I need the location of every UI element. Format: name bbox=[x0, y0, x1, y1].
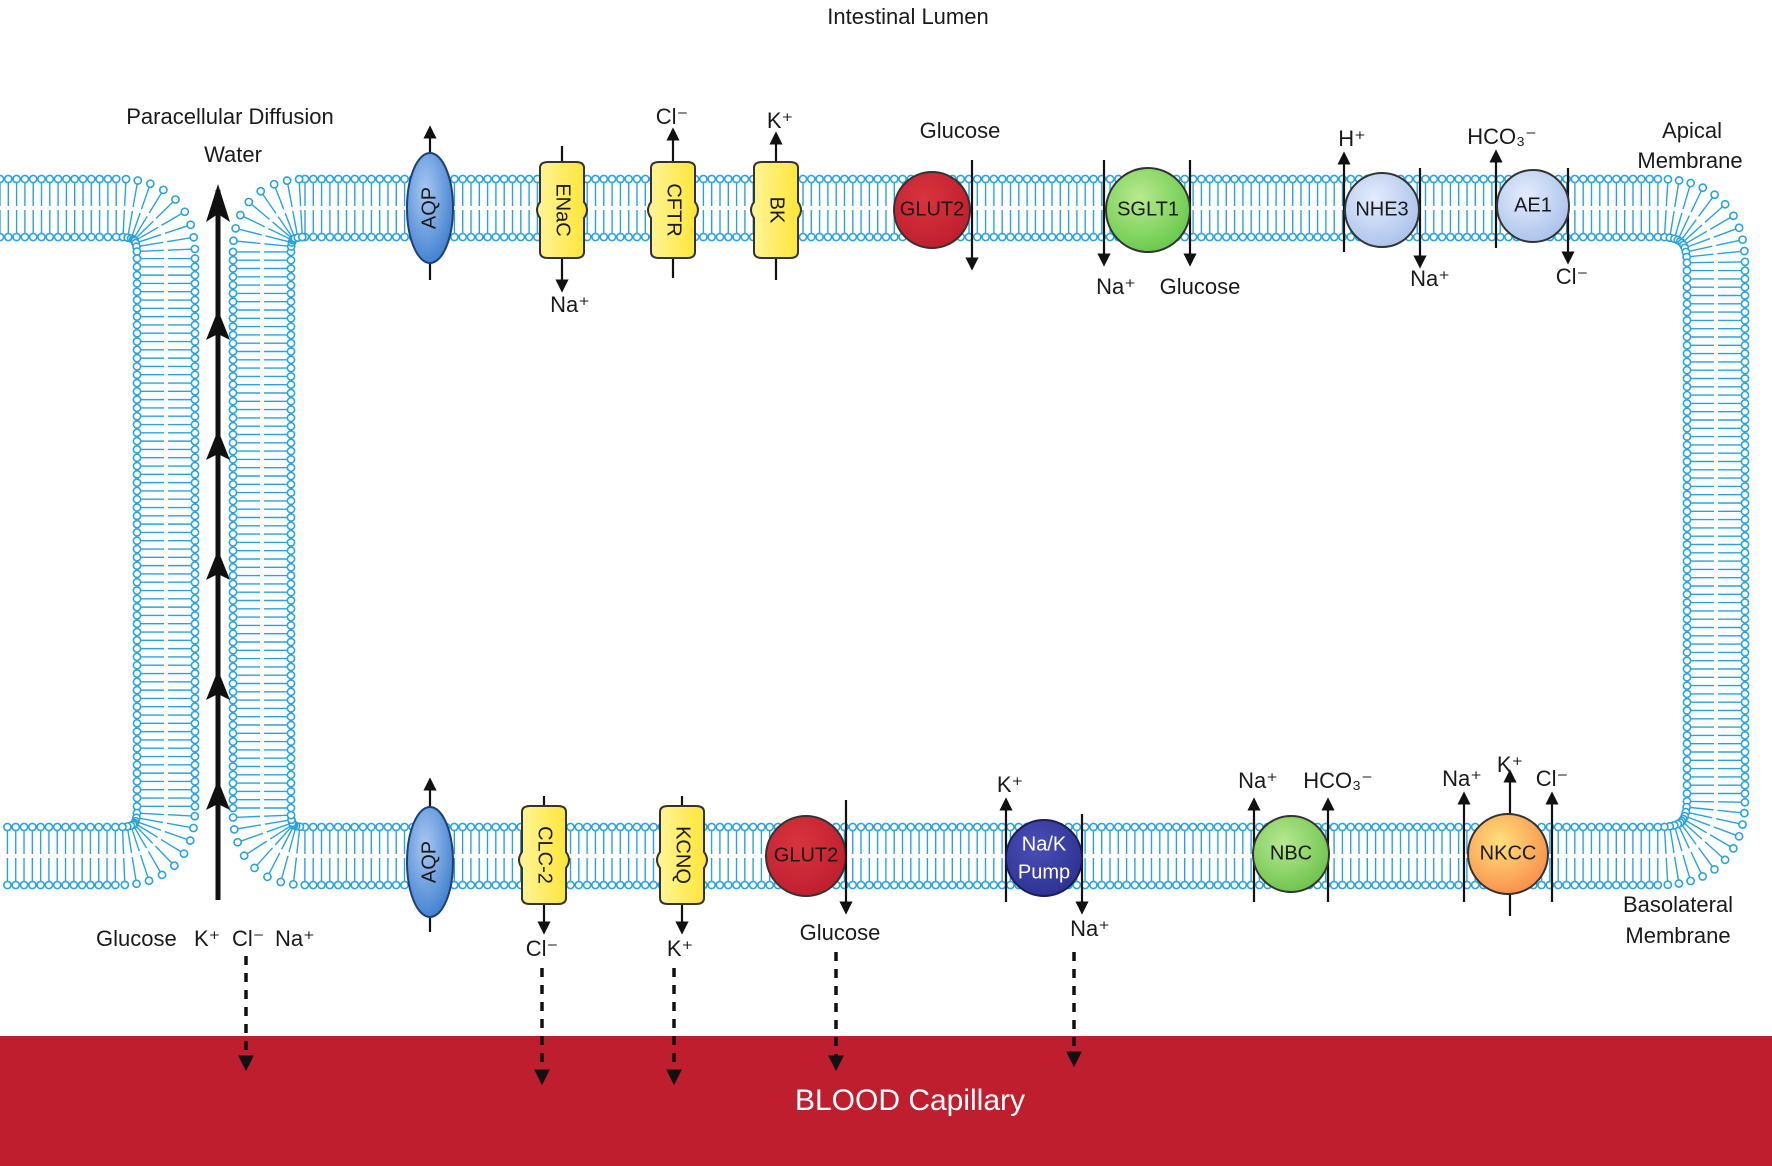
apical-glut2-glucose: Glucose bbox=[920, 118, 1001, 143]
para-glucose-label: Glucose bbox=[96, 926, 177, 951]
svg-text:Pump: Pump bbox=[1018, 861, 1070, 883]
ae1-cl-label: Cl⁻ bbox=[1556, 264, 1588, 289]
svg-text:NHE3: NHE3 bbox=[1355, 198, 1408, 220]
nkcc-k-label: K⁺ bbox=[1497, 752, 1523, 777]
blood-capillary-label: BLOOD Capillary bbox=[795, 1084, 1025, 1117]
ae1-hco3-label: HCO₃⁻ bbox=[1467, 124, 1536, 149]
svg-text:BK: BK bbox=[766, 197, 788, 224]
apical-aqp: AQP bbox=[406, 125, 454, 280]
para-k-label: K⁺ bbox=[194, 926, 220, 951]
apical-enac: ENaC Na⁺ bbox=[536, 146, 590, 317]
pump-k-label: K⁺ bbox=[997, 772, 1023, 797]
nhe3-h-label: H⁺ bbox=[1338, 126, 1366, 151]
svg-text:KCNQ: KCNQ bbox=[672, 826, 694, 884]
svg-text:GLUT2: GLUT2 bbox=[774, 844, 838, 866]
blood-capillary bbox=[0, 1036, 1772, 1166]
nkcc-na-label: Na⁺ bbox=[1442, 766, 1482, 791]
membranes bbox=[0, 174, 1750, 890]
svg-text:CFTR: CFTR bbox=[663, 183, 685, 236]
apical-nhe3: NHE3 H⁺ Na⁺ bbox=[1337, 126, 1450, 291]
dashed-arrows-to-blood bbox=[238, 952, 1082, 1086]
svg-text:GLUT2: GLUT2 bbox=[900, 198, 964, 220]
basolateral-kcnq: KCNQ K⁺ bbox=[656, 796, 708, 961]
apical-cftr: CFTR Cl⁻ bbox=[647, 104, 699, 278]
apical-sglt1: SGLT1 Na⁺ Glucose bbox=[1096, 160, 1240, 299]
svg-text:SGLT1: SGLT1 bbox=[1117, 198, 1179, 220]
svg-text:AQP: AQP bbox=[418, 187, 440, 229]
svg-text:ENaC: ENaC bbox=[552, 183, 574, 236]
basolateral-label-2: Membrane bbox=[1625, 923, 1730, 948]
intestinal-lumen-label: Intestinal Lumen bbox=[827, 4, 988, 29]
apical-bk: BK K⁺ bbox=[750, 108, 802, 280]
paracellular-water-arrow bbox=[206, 184, 230, 900]
pump-na-label: Na⁺ bbox=[1070, 916, 1110, 941]
kcnq-k-label: K⁺ bbox=[667, 936, 693, 961]
svg-text:CLC-2: CLC-2 bbox=[534, 826, 556, 884]
basolateral-glut2-glucose: Glucose bbox=[800, 920, 881, 945]
svg-text:NBC: NBC bbox=[1270, 842, 1312, 864]
sglt1-glucose-label: Glucose bbox=[1160, 274, 1241, 299]
apical-label-1: Apical bbox=[1662, 118, 1722, 143]
svg-text:Na/K: Na/K bbox=[1022, 833, 1067, 855]
nkcc-cl-label: Cl⁻ bbox=[1536, 766, 1568, 791]
lipid-tails bbox=[0, 183, 192, 881]
bk-k-label: K⁺ bbox=[767, 108, 793, 133]
lipid-heads bbox=[228, 174, 1750, 890]
para-na-label: Na⁺ bbox=[275, 926, 315, 951]
basolateral-glut2: GLUT2 Glucose bbox=[765, 800, 881, 945]
basolateral-label-1: Basolateral bbox=[1623, 892, 1733, 917]
enac-na-label: Na⁺ bbox=[550, 292, 590, 317]
lipid-heads bbox=[0, 174, 200, 890]
svg-text:AQP: AQP bbox=[418, 841, 440, 883]
clc2-cl-label: Cl⁻ bbox=[526, 936, 558, 961]
svg-text:AE1: AE1 bbox=[1514, 194, 1552, 216]
nhe3-na-label: Na⁺ bbox=[1410, 266, 1450, 291]
basolateral-nak-pump: Na/K Pump K⁺ Na⁺ bbox=[997, 772, 1110, 941]
apical-glut2: GLUT2 Glucose bbox=[893, 118, 1001, 271]
apical-ae1: AE1 HCO₃⁻ Cl⁻ bbox=[1467, 124, 1588, 289]
basolateral-aqp: AQP bbox=[406, 777, 454, 932]
water-label: Water bbox=[204, 142, 262, 167]
basolateral-clc2: CLC-2 Cl⁻ bbox=[518, 796, 570, 961]
sglt1-na-label: Na⁺ bbox=[1096, 274, 1136, 299]
paracellular-diffusion-label: Paracellular Diffusion bbox=[126, 104, 333, 129]
basolateral-nkcc: NKCC Na⁺ K⁺ Cl⁻ bbox=[1442, 752, 1568, 916]
nbc-na-label: Na⁺ bbox=[1238, 768, 1278, 793]
para-cl-label: Cl⁻ bbox=[232, 926, 264, 951]
nbc-hco3-label: HCO₃⁻ bbox=[1303, 768, 1372, 793]
apical-label-2: Membrane bbox=[1637, 148, 1742, 173]
svg-text:NKCC: NKCC bbox=[1480, 842, 1537, 864]
basolateral-nbc: NBC Na⁺ HCO₃⁻ bbox=[1238, 768, 1373, 902]
cftr-cl-label: Cl⁻ bbox=[656, 104, 688, 129]
